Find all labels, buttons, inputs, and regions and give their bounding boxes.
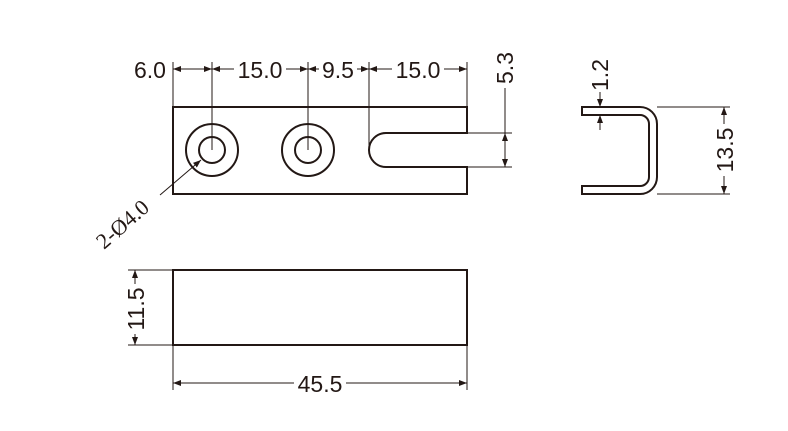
hole-callout-text: 2-Ø4.0	[91, 194, 154, 253]
plate-outline	[172, 106, 468, 195]
dim-15-0-a: 15.0	[238, 57, 283, 83]
top-view: 6.0 15.0 9.5 15.0 5.3 2-Ø4.0	[91, 52, 518, 254]
dim-13-5: 13.5	[712, 128, 738, 173]
front-view: 11.5 45.5	[123, 269, 468, 397]
dim-5-3: 5.3	[492, 52, 518, 84]
dim-1-2: 1.2	[587, 59, 613, 91]
u-profile	[581, 106, 658, 195]
dim-6-0: 6.0	[134, 57, 166, 83]
slot-width-dimension: 5.3	[467, 52, 518, 168]
dim-15-0-b: 15.0	[396, 57, 441, 83]
dim-9-5: 9.5	[322, 57, 354, 83]
dim-11-5: 11.5	[123, 287, 149, 330]
hole-callout: 2-Ø4.0	[91, 159, 202, 254]
side-view: 13.5 1.2	[581, 59, 738, 195]
front-outline	[172, 269, 468, 346]
horizontal-dimension-chain: 6.0 15.0 9.5 15.0	[130, 56, 467, 83]
dim-45-5: 45.5	[298, 371, 343, 397]
